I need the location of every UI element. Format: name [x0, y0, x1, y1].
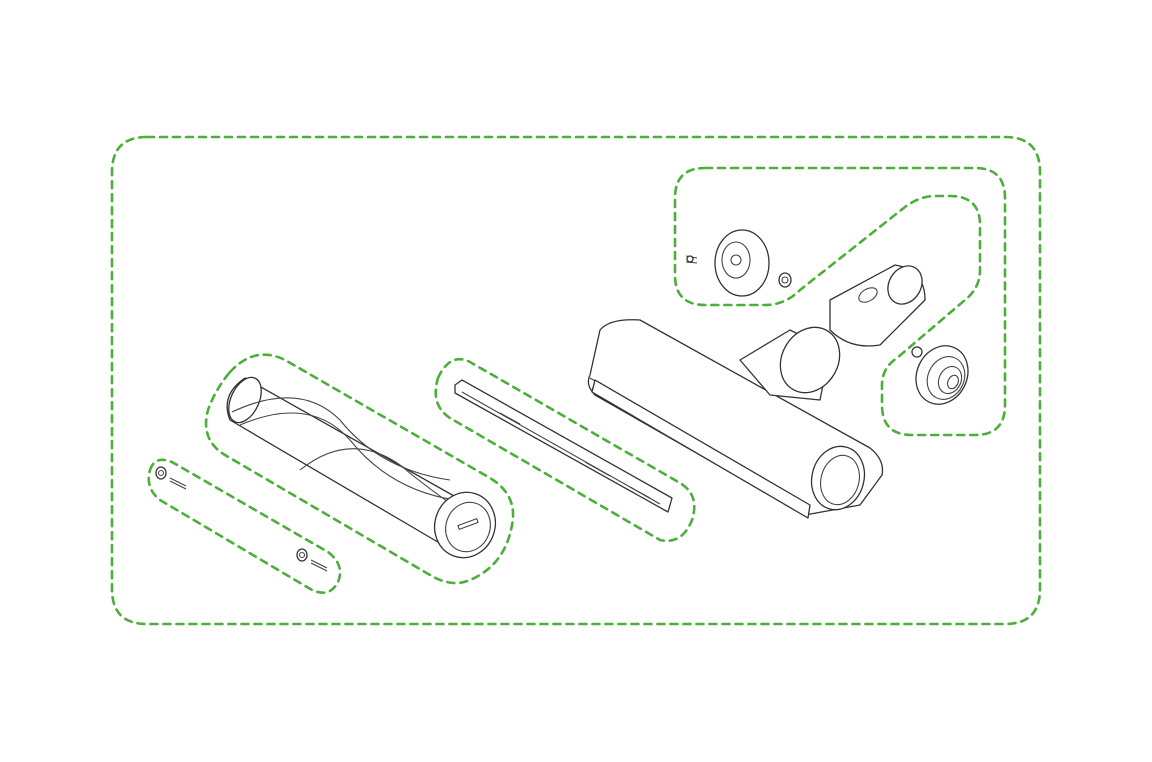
brush-strip [454, 379, 673, 513]
end-cap-parts [685, 229, 792, 297]
group-outline-roller-pins [147, 458, 342, 594]
group-outlines [110, 135, 1042, 626]
roller-pin-left [155, 466, 187, 490]
group-outline-brush-strip [434, 357, 696, 543]
wheel-parts [911, 345, 969, 405]
cleaner-head-body [587, 264, 926, 519]
group-outline-brush-roller [204, 353, 515, 585]
roller-pin-right [296, 548, 328, 572]
brush-roller [226, 376, 497, 559]
group-outline-end-cap-assembly [673, 166, 1007, 437]
group-outline-all-parts [110, 135, 1042, 626]
